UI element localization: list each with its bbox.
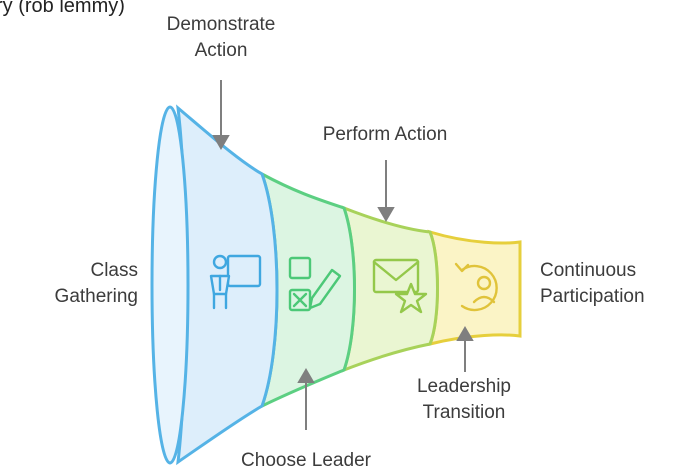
label-class-gathering-line2: Gathering bbox=[55, 286, 138, 307]
label-demonstrate-action-line2: Action bbox=[195, 40, 248, 61]
page-title-fragment: ry (rob lemmy) bbox=[0, 0, 125, 17]
label-continuous-participation-line2: Participation bbox=[540, 286, 645, 307]
label-choose-leader: Choose Leader bbox=[241, 450, 372, 471]
label-class-gathering-line1: Class bbox=[90, 260, 138, 281]
arrow-choose-leader bbox=[297, 368, 315, 430]
arrow-demonstrate-action bbox=[212, 80, 230, 150]
arrow-leadership-transition bbox=[456, 326, 474, 372]
label-leadership-transition-line2: Transition bbox=[423, 402, 506, 423]
label-demonstrate-action-line1: Demonstrate bbox=[167, 14, 276, 35]
arrow-perform-action bbox=[377, 160, 395, 222]
rotate-person-icon bbox=[454, 262, 498, 312]
funnel-mouth bbox=[150, 105, 190, 465]
label-leadership-transition-line1: Leadership bbox=[417, 376, 511, 397]
funnel-segment-perform-action bbox=[341, 205, 439, 373]
envelope-star-icon bbox=[372, 258, 428, 314]
checklist-pencil-icon bbox=[288, 256, 342, 312]
teacher-board-icon bbox=[209, 254, 262, 310]
label-continuous-participation-line1: Continuous bbox=[540, 260, 636, 281]
label-perform-action: Perform Action bbox=[323, 124, 448, 145]
funnel-segment-leadership-transition bbox=[427, 229, 522, 347]
